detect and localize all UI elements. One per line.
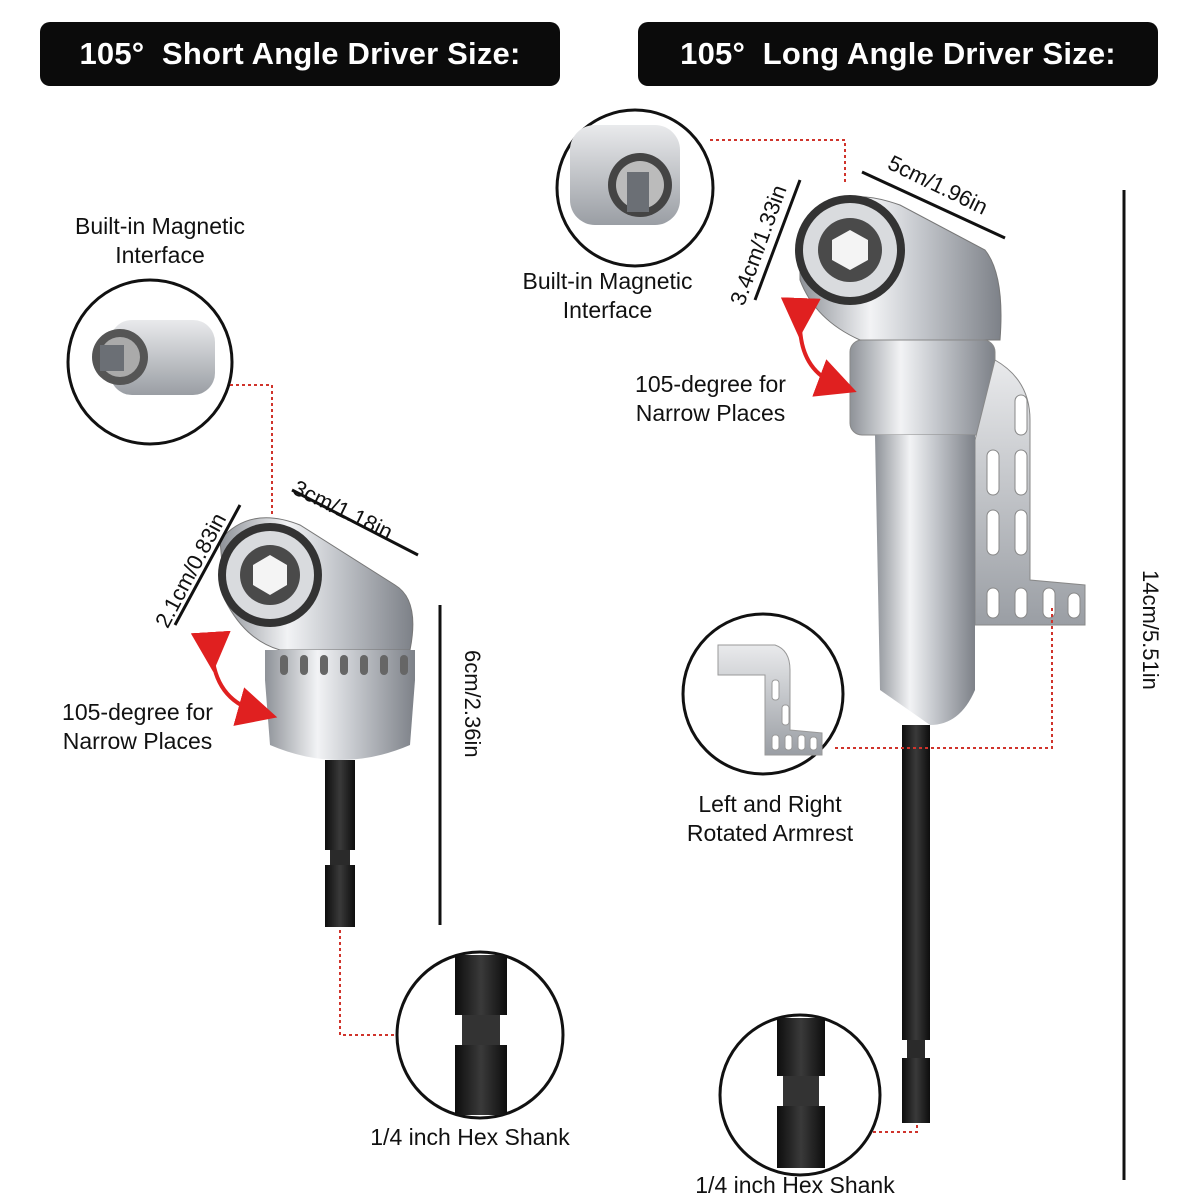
short-shank-label: 1/4 inch Hex Shank	[370, 1124, 570, 1150]
long-magnet-closeup-icon	[555, 108, 715, 268]
long-driver-head	[795, 195, 1002, 436]
short-magnet-closeup-icon	[66, 278, 234, 446]
long-curved-arrow-icon	[780, 297, 857, 397]
long-width-dim-line	[861, 170, 1006, 240]
short-shank-closeup-icon	[395, 950, 565, 1120]
short-curved-arrow-icon	[190, 630, 278, 726]
long-depth-dim-line	[753, 179, 802, 301]
long-shank-closeup-icon	[718, 1013, 882, 1177]
short-width-dim-line	[291, 488, 419, 557]
short-height-dim-label: 6cm/2.36in	[460, 650, 485, 758]
short-hex-shank	[325, 760, 355, 927]
long-shank-label: 1/4 inch Hex Shank	[695, 1172, 895, 1198]
short-driver-title: 105° Short Angle Driver Size:	[40, 22, 560, 86]
short-driver	[66, 278, 565, 1120]
short-depth-dim-line	[173, 504, 242, 626]
short-driver-head	[218, 517, 415, 760]
long-armrest-closeup-icon	[681, 612, 845, 776]
long-hex-shank	[902, 725, 930, 1123]
long-driver-body	[875, 435, 975, 725]
long-driver-title: 105° Long Angle Driver Size:	[638, 22, 1158, 86]
long-armrest	[974, 359, 1086, 626]
long-height-dim-label: 14cm/5.51in	[1138, 570, 1163, 690]
long-driver	[555, 108, 1126, 1180]
